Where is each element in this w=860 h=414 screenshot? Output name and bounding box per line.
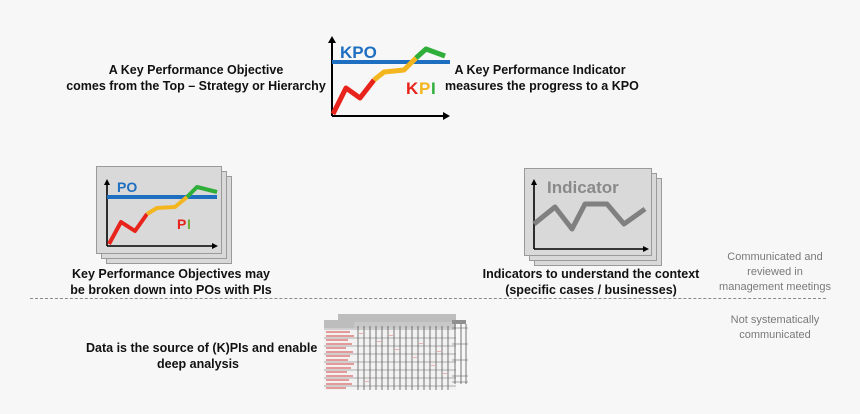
kpi-description-line1: A Key Performance Indicator	[454, 63, 626, 77]
po-label: PO	[117, 179, 137, 195]
kpo-description-line1: A Key Performance Objective	[108, 63, 284, 77]
po-pi-caption-line1: Key Performance Objectives may	[71, 267, 271, 281]
indicator-label: Indicator	[547, 178, 619, 197]
dashed-divider	[30, 298, 826, 299]
data-caption-line1: Data is the source of (K)PIs and enable	[86, 341, 318, 355]
not-communicated-note-line1: Not systematically	[730, 314, 820, 326]
kpi-letter-k: K	[406, 79, 419, 98]
indicator-line-chart-icon: Indicator	[524, 168, 652, 256]
pi-letter-i: I	[187, 216, 191, 232]
pi-letter-p: P	[177, 216, 186, 232]
communicated-note-line1: Communicated and	[727, 251, 823, 263]
po-pi-chart-stack: PO P I	[96, 166, 236, 264]
indicator-caption-line2: (specific cases / businesses)	[505, 283, 677, 297]
communicated-note: Communicated and reviewed in management …	[712, 250, 838, 295]
kpi-description: A Key Performance Indicator measures the…	[445, 62, 639, 94]
kpi-letter-i: I	[431, 79, 436, 98]
po-pi-line-chart-icon: PO P I	[96, 166, 222, 254]
kpi-description-line2: measures the progress to a KPO	[445, 79, 639, 93]
kpo-description: A Key Performance Objective comes from t…	[62, 62, 330, 94]
po-pi-caption: Key Performance Objectives may be broken…	[58, 266, 284, 298]
kpi-letter-p: P	[419, 79, 430, 98]
communicated-note-line3: management meetings	[719, 281, 831, 293]
spreadsheet-data-table-icon	[324, 314, 468, 392]
indicator-caption: Indicators to understand the context (sp…	[482, 266, 700, 298]
data-caption: Data is the source of (K)PIs and enable …	[86, 340, 318, 372]
not-communicated-note: Not systematically communicated	[712, 313, 838, 343]
kpo-kpi-line-chart-icon: KPO K P I	[326, 36, 451, 122]
kpo-label: KPO	[340, 43, 377, 62]
communicated-note-line2: reviewed in	[747, 266, 803, 278]
indicator-caption-line1: Indicators to understand the context	[482, 267, 700, 281]
not-communicated-note-line2: communicated	[739, 329, 811, 341]
indicator-chart-stack: Indicator	[524, 168, 666, 266]
po-pi-caption-line2: be broken down into POs with PIs	[70, 283, 272, 297]
data-caption-line2: deep analysis	[157, 357, 239, 371]
kpo-description-line2: comes from the Top – Strategy or Hierarc…	[66, 79, 326, 93]
